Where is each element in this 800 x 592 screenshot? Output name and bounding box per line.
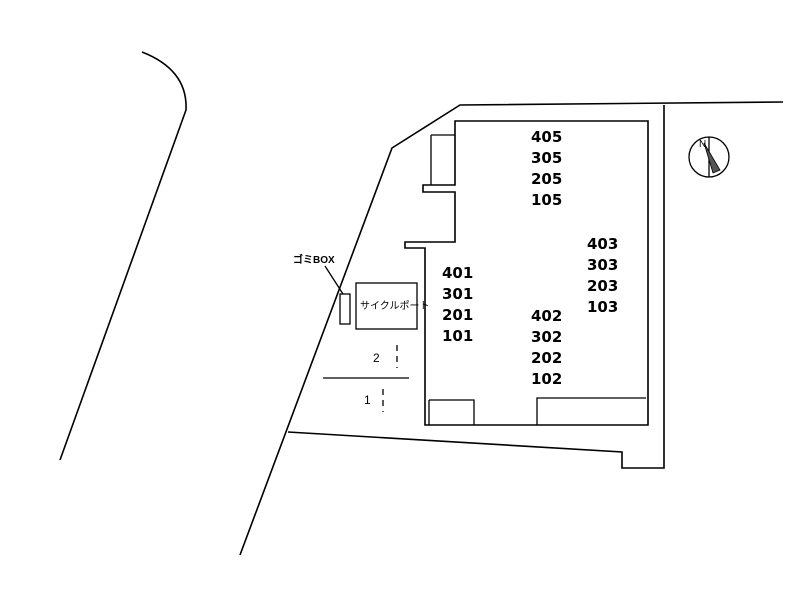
parking-number-1: 1 (364, 393, 371, 407)
unit-number: 405 (531, 128, 562, 146)
unit-number: 203 (587, 277, 618, 295)
unit-number: 201 (442, 306, 473, 324)
entrance-right (536, 397, 646, 425)
site-boundary (239, 101, 784, 556)
unit-number: 202 (531, 349, 562, 367)
unit-number: 103 (587, 298, 618, 316)
building-outline (404, 120, 649, 426)
unit-number: 403 (587, 235, 618, 253)
unit-number: 302 (531, 328, 562, 346)
unit-number: 105 (531, 191, 562, 209)
unit-number: 301 (442, 285, 473, 303)
entrance-left (428, 399, 475, 425)
parking-number-2: 2 (373, 351, 380, 365)
unit-number: 305 (531, 149, 562, 167)
unit-group-01: 401 301 201 101 (442, 264, 473, 345)
unit-number: 205 (531, 170, 562, 188)
road-curve (59, 51, 187, 461)
garbage-box-leader (324, 265, 344, 295)
cycle-port-label: サイクルポート (360, 300, 430, 312)
site-boundary-right (287, 105, 665, 469)
garbage-box (339, 293, 351, 325)
svg-text:N: N (699, 139, 706, 150)
unit-number: 402 (531, 307, 562, 325)
unit-group-02: 402 302 202 102 (531, 307, 562, 388)
unit-number: 401 (442, 264, 473, 282)
stair-detail (430, 134, 455, 185)
cycle-port (355, 282, 418, 330)
unit-group-05: 405 305 205 105 (531, 128, 562, 209)
unit-number: 102 (531, 370, 562, 388)
unit-group-03: 403 303 203 103 (587, 235, 618, 316)
garbage-box-label: ゴミBOX (293, 253, 335, 266)
unit-number: 101 (442, 327, 473, 345)
north-arrow-icon: N (688, 136, 730, 178)
unit-number: 303 (587, 256, 618, 274)
